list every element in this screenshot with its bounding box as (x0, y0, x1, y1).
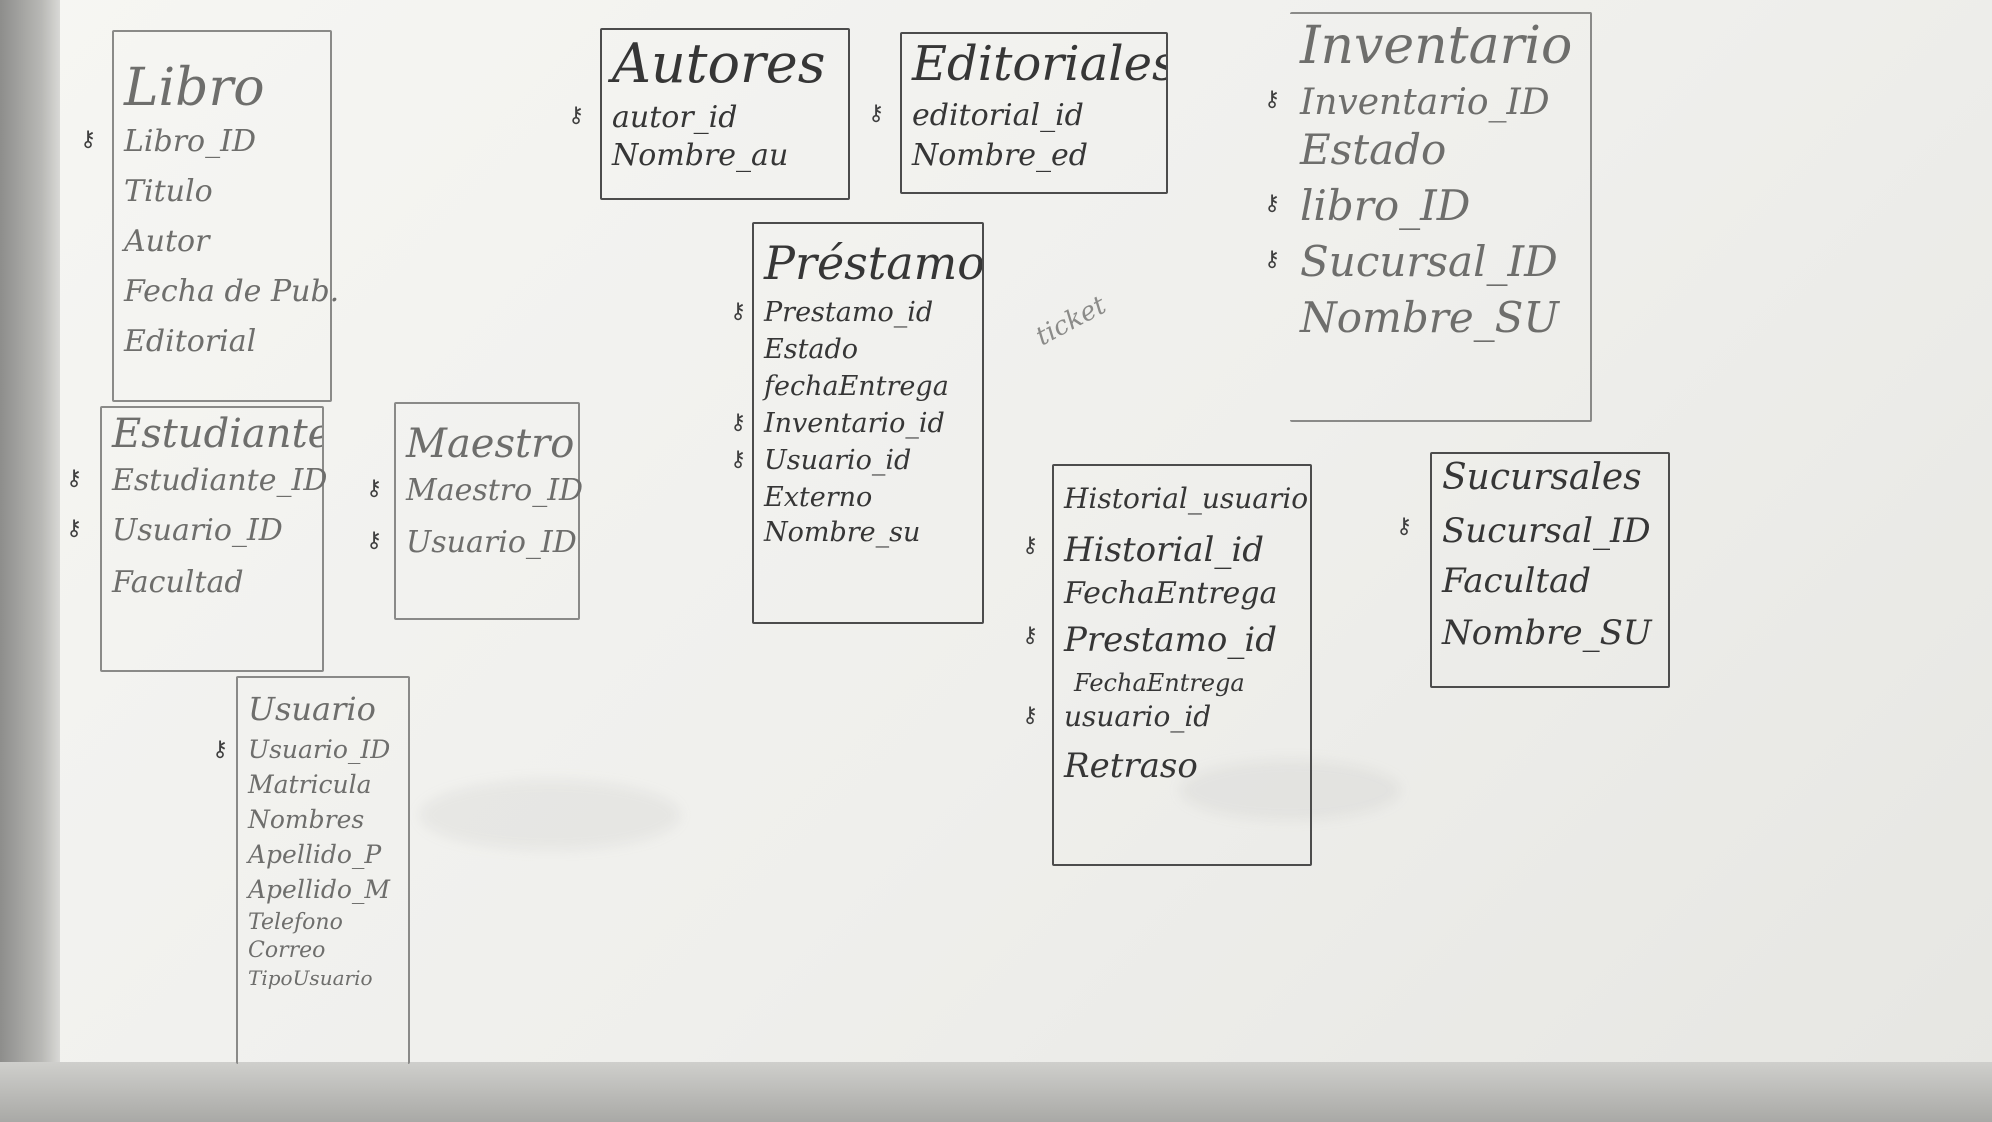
field: Inventario_id (764, 407, 945, 439)
entity-prestamo: Préstamo ⚷ Prestamo_id Estado fechaEntreg… (730, 222, 984, 624)
field: Apellido_P (248, 840, 382, 870)
field: Nombre_ed (912, 137, 1089, 173)
field: usuario_id (1064, 699, 1212, 733)
field: Nombre_SU (1300, 293, 1559, 343)
entity-autores: Autores ⚷ autor_id Nombre_au (568, 28, 850, 200)
entity-usuario: Usuario ⚷ Usuario_ID Matricula Nombres Ap… (212, 676, 410, 1064)
eraser-smudge (1180, 760, 1400, 820)
entity-title: Inventario (1300, 16, 1573, 76)
entity-inventario: Inventario ⚷ Inventario_ID Estado ⚷ libro_… (1264, 12, 1592, 422)
entity-title: Libro (124, 58, 265, 118)
primary-key-icon: ⚷ (868, 100, 885, 126)
field: Sucursal_ID (1442, 510, 1651, 551)
field: Historial_id (1064, 529, 1265, 570)
field: FechaEntrega (1074, 668, 1245, 697)
entity-editoriales: Editoriales ⚷ editorial_id Nombre_ed (868, 32, 1168, 194)
entity-title: Préstamo (764, 236, 982, 290)
eraser-smudge (420, 780, 680, 850)
field: Estado (1300, 125, 1447, 175)
primary-key-icon: ⚷ (212, 737, 229, 763)
field: Facultad (112, 565, 244, 600)
foreign-key-icon: ⚷ (1022, 702, 1039, 728)
field: Maestro_ID (406, 473, 584, 508)
entity-title: Sucursales (1442, 457, 1642, 498)
field: Titulo (124, 174, 213, 210)
field: editorial_id (912, 97, 1084, 133)
primary-key-icon: ⚷ (1264, 87, 1281, 113)
field: Usuario_ID (406, 525, 577, 560)
primary-key-icon: ⚷ (66, 466, 83, 491)
entity-sucursales: Sucursales ⚷ Sucursal_ID Facultad Nombre_… (1396, 452, 1670, 688)
field: Apellido_M (248, 875, 390, 905)
field: Nombre_su (764, 516, 921, 548)
marker-tray (0, 1062, 1992, 1122)
foreign-key-icon: ⚷ (1264, 191, 1281, 217)
entity-title: Maestro (406, 421, 575, 467)
entity-title: Historial_usuario (1064, 482, 1309, 515)
field: Telefono (248, 910, 343, 936)
field: Prestamo_id (764, 296, 934, 328)
whiteboard-frame (0, 0, 60, 1122)
primary-key-icon: ⚷ (1396, 513, 1413, 539)
field: Usuario_ID (112, 513, 283, 548)
field: Estudiante_ID (112, 463, 328, 498)
field: Externo (764, 481, 873, 513)
entity-title: Estudiante (112, 411, 322, 457)
foreign-key-icon: ⚷ (1264, 247, 1281, 273)
entity-historial-usuario: Historial_usuario ⚷ Historial_id FechaEnt… (1022, 464, 1312, 866)
field: Facultad (1442, 560, 1592, 601)
field: Estado (764, 333, 859, 365)
field: Sucursal_ID (1300, 237, 1558, 287)
field: Nombre_SU (1442, 612, 1652, 653)
field: fechaEntrega (764, 370, 949, 402)
foreign-key-icon: ⚷ (1022, 622, 1039, 648)
field: Correo (248, 938, 326, 964)
entity-title: Usuario (248, 690, 376, 728)
field: Editorial (124, 324, 257, 360)
field: autor_id (612, 100, 738, 136)
foreign-key-icon: ⚷ (730, 446, 747, 472)
primary-key-icon: ⚷ (1022, 532, 1039, 558)
field: Usuario_ID (248, 735, 391, 765)
entity-title: Autores (612, 32, 826, 95)
field: FechaEntrega (1064, 575, 1278, 611)
field: Retraso (1064, 745, 1198, 786)
foreign-key-icon: ⚷ (730, 409, 747, 435)
field: Prestamo_id (1064, 619, 1277, 660)
field: Matricula (248, 770, 372, 800)
entity-libro: Libro ⚷ Libro_ID Titulo Autor Fecha de Pu… (80, 30, 339, 402)
entity-estudiante: Estudiante ⚷ Estudiante_ID ⚷ Usuario_ID Fa… (66, 406, 328, 672)
field: TipoUsuario (248, 966, 373, 991)
foreign-key-icon: ⚷ (366, 528, 383, 553)
field: Autor (124, 224, 210, 260)
field: Usuario_id (764, 444, 912, 476)
field: Nombres (248, 805, 365, 835)
field: libro_ID (1300, 181, 1471, 231)
field: Libro_ID (124, 124, 257, 160)
primary-key-icon: ⚷ (80, 127, 97, 153)
field: Fecha de Pub. (124, 274, 340, 310)
field: Nombre_au (612, 138, 789, 174)
foreign-key-icon: ⚷ (66, 516, 83, 541)
entity-maestro: Maestro ⚷ Maestro_ID ⚷ Usuario_ID (366, 402, 584, 620)
primary-key-icon: ⚷ (366, 476, 383, 501)
primary-key-icon: ⚷ (730, 298, 747, 324)
field: Inventario_ID (1300, 82, 1550, 124)
primary-key-icon: ⚷ (568, 103, 585, 129)
entity-title: Editoriales (912, 36, 1166, 92)
